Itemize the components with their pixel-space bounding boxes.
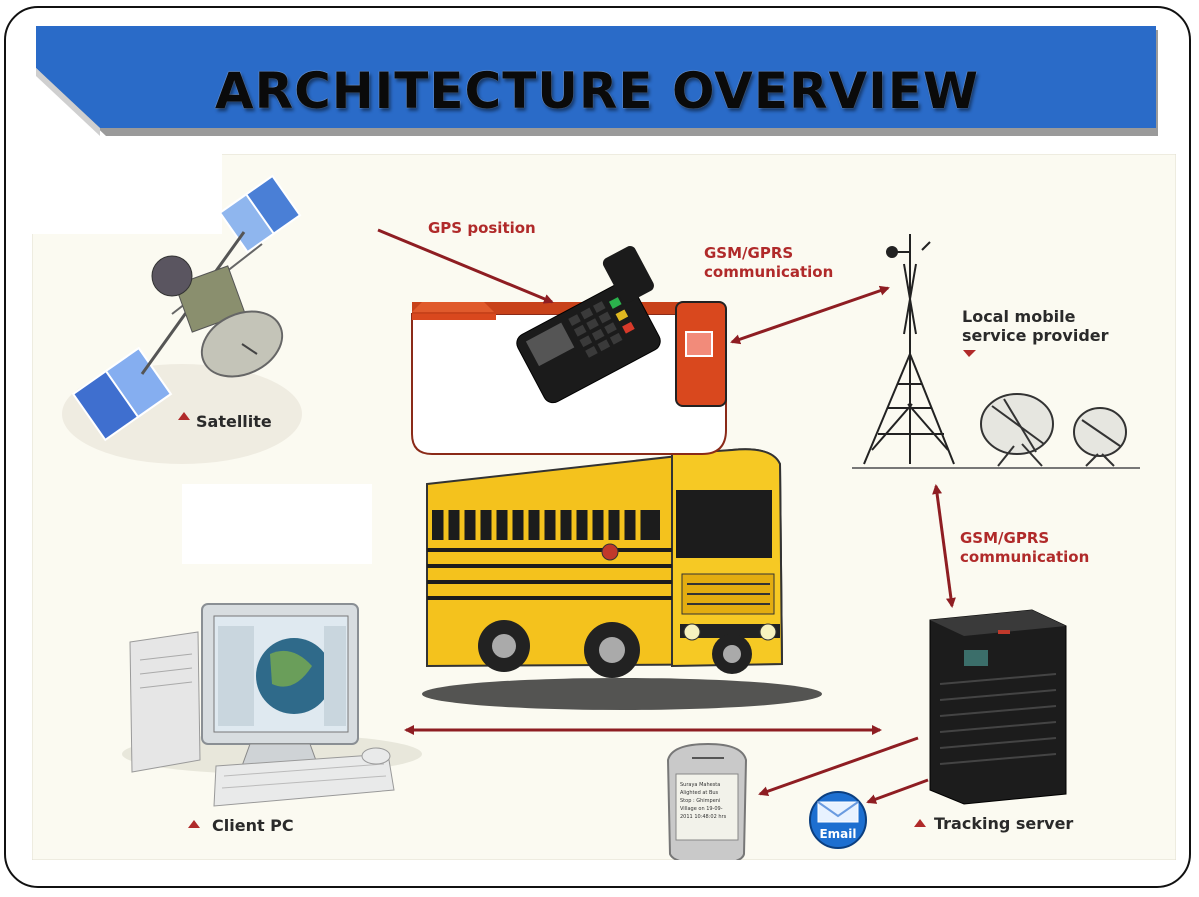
label-satellite: Satellite [196, 412, 272, 431]
white-patch-top-left [32, 154, 222, 234]
architecture-diagram: Suraya Mahesta Alighted at Bus Stop : Gh… [32, 154, 1176, 860]
label-gsm-gprs-right: GSM/GPRS communication [960, 529, 1090, 566]
white-patch-mid-left [182, 484, 372, 564]
client-pc-marker [188, 820, 200, 828]
phone-screen-line-4: Village on 19-09- [680, 806, 723, 812]
provider-marker [963, 350, 976, 357]
client-pc-icon [122, 603, 422, 807]
title-banner-shape [36, 26, 1158, 136]
email-icon-label: Email [819, 827, 856, 841]
mobile-phone-icon: Suraya Mahesta Alighted at Bus Stop : Gh… [666, 742, 748, 860]
arrow-satellite-to-gps [377, 228, 554, 304]
phone-screen-line-3: Stop : Ghimpeni [680, 798, 720, 804]
slide-frame: ARCHITECTURE OVERVIEW [4, 6, 1191, 888]
label-local-mobile-provider: Local mobile service provider [962, 307, 1109, 345]
page-title: ARCHITECTURE OVERVIEW [214, 62, 980, 120]
satellite-icon [62, 174, 302, 464]
tracking-server-marker [914, 819, 926, 827]
label-tracking-server: Tracking server [934, 814, 1074, 833]
phone-screen-line-2: Alighted at Bus [680, 790, 719, 796]
satellite-dishes-icon [980, 393, 1127, 467]
phone-screen-line-1: Suraya Mahesta [680, 782, 720, 788]
arrow-server-to-email [866, 778, 929, 804]
arrow-gps-to-tower [730, 285, 890, 345]
label-gsm-gprs-top: GSM/GPRS communication [704, 244, 834, 281]
cell-tower-icon [852, 234, 1140, 469]
satellite-marker [178, 412, 190, 420]
arrow-server-to-phone [758, 736, 919, 797]
tracking-server-icon [929, 609, 1067, 805]
title-banner: ARCHITECTURE OVERVIEW [36, 24, 1158, 136]
label-gps-position: GPS position [428, 219, 536, 237]
arrow-tower-to-server [932, 484, 956, 608]
phone-screen-line-5: 2011 10:48:02 hrs [680, 814, 727, 820]
school-bus-icon [422, 448, 822, 710]
label-client-pc: Client PC [212, 816, 294, 835]
gps-handheld-device-icon [516, 246, 661, 404]
connection-arrows [377, 228, 956, 804]
diagram-canvas: Suraya Mahesta Alighted at Bus Stop : Gh… [32, 154, 1176, 860]
email-icon: Email [809, 791, 867, 849]
